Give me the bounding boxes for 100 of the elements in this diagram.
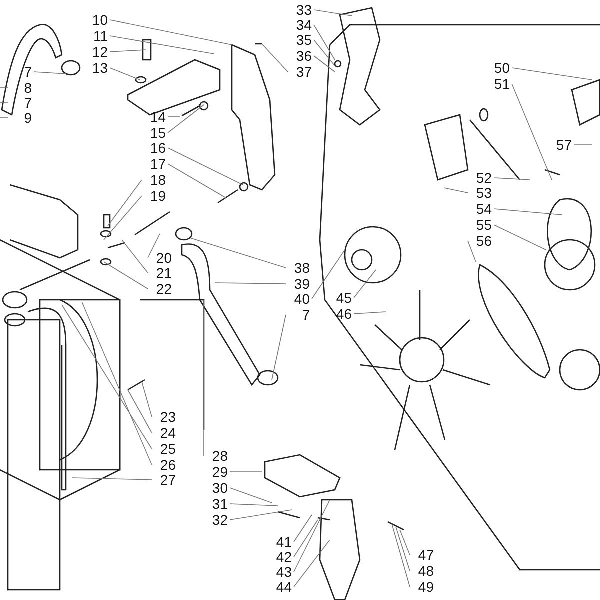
callout-number: 22 xyxy=(150,282,172,296)
leader-line xyxy=(72,478,152,480)
leader-line xyxy=(168,116,180,118)
callout-number: 57 xyxy=(550,138,572,152)
leader-line xyxy=(294,514,312,542)
leader-line xyxy=(190,238,286,268)
callout-number: 24 xyxy=(154,426,176,440)
callout-number: 28 xyxy=(206,449,228,463)
callout-number: 46 xyxy=(330,307,352,321)
callout-number: 32 xyxy=(206,513,228,527)
leader-line xyxy=(110,50,146,52)
leader-line xyxy=(82,302,152,466)
leader-line xyxy=(512,68,592,80)
leader-line xyxy=(354,312,386,314)
leader-line xyxy=(104,196,142,240)
leader-line xyxy=(396,526,410,572)
leader-line xyxy=(294,500,330,572)
callout-number: 25 xyxy=(154,442,176,456)
callout-number: 13 xyxy=(86,61,108,75)
callout-number: 7 xyxy=(10,96,32,110)
leader-line xyxy=(108,180,142,226)
leader-line xyxy=(400,530,410,556)
leader-line xyxy=(314,10,352,16)
callout-number: 48 xyxy=(412,564,434,578)
callout-number: 8 xyxy=(10,81,32,95)
callout-number: 19 xyxy=(144,189,166,203)
leader-line xyxy=(262,44,288,72)
leader-line xyxy=(574,144,592,146)
callout-number: 7 xyxy=(288,308,310,322)
callout-number: 17 xyxy=(144,157,166,171)
callout-number: 39 xyxy=(288,277,310,291)
callout-number: 27 xyxy=(154,473,176,487)
leader-line xyxy=(104,262,148,290)
callout-number: 9 xyxy=(10,111,32,125)
leader-line xyxy=(122,240,148,274)
callout-number: 51 xyxy=(488,77,510,91)
callout-number: 55 xyxy=(470,218,492,232)
leader-line xyxy=(272,314,286,380)
leader-line xyxy=(62,304,152,450)
callout-number: 53 xyxy=(470,186,492,200)
leader-line xyxy=(168,104,204,134)
callout-number: 49 xyxy=(412,580,434,594)
leader-line xyxy=(314,24,336,60)
leader-line xyxy=(0,102,8,104)
leader-line xyxy=(494,224,546,250)
callout-number: 40 xyxy=(288,292,310,306)
leader-line xyxy=(230,510,292,520)
callout-number: 37 xyxy=(290,65,312,79)
callout-number: 52 xyxy=(470,171,492,185)
leader-line xyxy=(494,208,562,216)
leader-line xyxy=(468,240,476,262)
callout-number: 15 xyxy=(144,126,166,140)
callout-number: 12 xyxy=(86,45,108,59)
callout-number: 33 xyxy=(290,3,312,17)
callout-number: 14 xyxy=(144,110,166,124)
callout-number: 54 xyxy=(470,202,492,216)
leader-line xyxy=(168,148,244,186)
leader-line xyxy=(34,72,66,74)
callout-number: 20 xyxy=(150,251,172,265)
callout-number: 41 xyxy=(270,535,292,549)
leader-line xyxy=(230,504,278,506)
callout-number: 43 xyxy=(270,565,292,579)
callout-number: 16 xyxy=(144,141,166,155)
callout-number: 36 xyxy=(290,49,312,63)
callout-number: 56 xyxy=(470,234,492,248)
callout-number: 38 xyxy=(288,261,310,275)
leader-line xyxy=(314,40,336,66)
leader-line xyxy=(444,188,468,194)
callout-number: 7 xyxy=(10,65,32,79)
leader-line xyxy=(294,540,330,588)
callout-number: 26 xyxy=(154,458,176,472)
callout-number: 18 xyxy=(144,173,166,187)
leader-line xyxy=(128,390,152,434)
leader-line xyxy=(354,270,376,298)
callout-number: 50 xyxy=(488,61,510,75)
leader-line xyxy=(214,282,286,284)
callout-number: 35 xyxy=(290,33,312,47)
callout-number: 23 xyxy=(154,410,176,424)
leader-line xyxy=(110,36,214,54)
leader-line xyxy=(168,164,226,198)
leader-line xyxy=(512,84,552,180)
leader-line xyxy=(392,524,410,588)
leader-line xyxy=(494,178,530,180)
callout-number: 31 xyxy=(206,497,228,511)
leader-line xyxy=(314,56,336,72)
leader-line xyxy=(142,382,152,418)
callout-number: 34 xyxy=(290,18,312,32)
callout-number: 29 xyxy=(206,465,228,479)
leader-line xyxy=(230,488,272,504)
callout-number: 47 xyxy=(412,548,434,562)
callout-number: 45 xyxy=(330,291,352,305)
callout-number: 30 xyxy=(206,481,228,495)
callout-number: 21 xyxy=(150,266,172,280)
leader-line xyxy=(148,234,160,258)
leader-line xyxy=(294,520,318,558)
leader-line xyxy=(312,250,346,300)
leader-line xyxy=(110,20,232,46)
callout-number: 11 xyxy=(86,29,108,43)
leader-line xyxy=(110,68,140,80)
callout-number: 10 xyxy=(86,13,108,27)
